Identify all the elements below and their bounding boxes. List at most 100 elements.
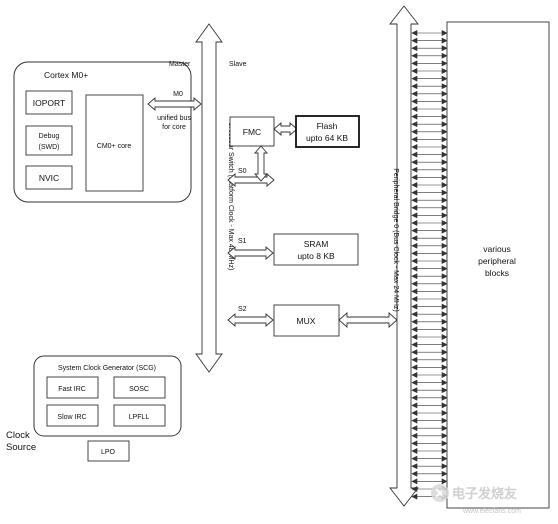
bridge-arrow-51	[411, 417, 448, 424]
lpo-label: LPO	[101, 449, 116, 456]
bridge-arrow-58	[411, 470, 448, 477]
sram-label-1: SRAM	[304, 239, 329, 249]
bridge-arrow-0	[411, 30, 448, 36]
bridge-arrow-11	[411, 113, 448, 120]
cortex-title: Cortex M0+	[44, 70, 88, 80]
bridge-arrow-20	[411, 182, 448, 188]
peripherals-label-2: peripheral	[478, 256, 516, 266]
cm0-core-block	[85, 94, 144, 192]
bridge-arrow-25	[411, 220, 448, 226]
s0-arrow	[227, 173, 275, 187]
bridge-arrow-6	[411, 75, 448, 82]
lpfll-label: LPFLL	[129, 414, 150, 421]
sosc-block	[113, 376, 166, 399]
bridge-arrow-37	[411, 311, 448, 318]
bridge-arrow-56	[411, 455, 448, 462]
bridge-arrow-35	[411, 296, 448, 302]
bridge-arrow-45	[411, 372, 448, 378]
bridge-arrow-3	[411, 52, 448, 59]
bridge-arrow-24	[411, 212, 448, 219]
bridge-arrow-16	[411, 151, 448, 158]
mux-label: MUX	[297, 316, 316, 326]
s2-arrow	[227, 313, 274, 327]
bridge-arrow-23	[411, 204, 448, 211]
slave-label: Slave	[229, 61, 247, 68]
bridge-arrow-9	[411, 98, 448, 105]
slow-irc-label: Slow IRC	[57, 414, 86, 421]
bridge-arrow-7	[411, 83, 448, 90]
bus-note-2: for core	[162, 124, 186, 131]
s1-arrow	[227, 246, 274, 260]
bridge-arrow-46	[411, 379, 448, 386]
bridge-arrow-19	[411, 174, 448, 181]
flash-block	[295, 115, 360, 148]
clock-source-label-1: Clock	[6, 430, 30, 441]
fmc-label: FMC	[243, 127, 261, 137]
watermark-site: www.elecfans.com	[462, 508, 521, 515]
bridge-arrow-52	[411, 425, 448, 432]
bridge-arrow-17	[411, 159, 448, 166]
bridge-arrow-36	[411, 303, 448, 310]
cm0-core-label: CM0+ core	[97, 143, 132, 150]
m0-label: M0	[173, 91, 183, 98]
lpfll-block	[113, 404, 166, 427]
bridge-arrow-53	[411, 432, 448, 439]
bridge-arrow-47	[411, 387, 448, 394]
lpo-block	[87, 440, 130, 462]
bridge-arrow-4	[411, 60, 448, 67]
fmc-block	[229, 116, 275, 147]
sosc-label: SOSC	[129, 386, 149, 393]
debug-block	[25, 125, 73, 156]
bridge-arrow-2	[411, 45, 448, 52]
fmc-flash-arrow	[273, 122, 298, 136]
mux-bridge-arrow	[338, 312, 398, 328]
s0-label: S0	[238, 168, 247, 175]
bridge-arrow-41	[411, 341, 448, 348]
bridge-arrow-31	[411, 265, 448, 272]
ioport-label: IOPORT	[33, 98, 65, 108]
s1-label: S1	[238, 238, 247, 245]
clock-source-label-2: Source	[6, 442, 36, 453]
bridge-arrow-44	[411, 364, 448, 371]
nvic-label: NVIC	[39, 173, 59, 183]
crossbar-label: Crossbar Switch (Platform Clock - Max 48…	[227, 122, 234, 271]
elecfans-logo: 电子发烧友 www.elecfans.com	[431, 484, 521, 515]
bridge-arrow-49	[411, 402, 448, 409]
m0-bus-arrow	[147, 97, 202, 111]
bridge-arrow-43	[411, 356, 448, 363]
debug-label-1: Debug	[39, 133, 60, 140]
ioport-block	[25, 90, 73, 115]
bridge-arrow-33	[411, 280, 448, 287]
peripherals-label-1: various	[483, 244, 510, 254]
bridge-arrow-13	[411, 128, 448, 135]
bridge-arrow-10	[411, 106, 448, 112]
bridge-arrow-38	[411, 318, 448, 325]
bridge-arrow-57	[411, 463, 448, 470]
peripheral-bridge-arrow	[389, 5, 419, 507]
flash-label-2: upto 64 KB	[306, 133, 348, 143]
bridge-arrow-15	[411, 144, 448, 150]
scg-title: System Clock Generator (SCG)	[58, 365, 156, 372]
watermark-brand: 电子发烧友	[452, 486, 517, 502]
s2-label: S2	[238, 306, 247, 313]
bridge-arrow-27	[411, 235, 448, 242]
bridge-arrow-48	[411, 394, 448, 401]
bridge-arrow-30	[411, 258, 448, 264]
bridge-arrow-28	[411, 242, 448, 249]
fast-irc-label: Fast IRC	[58, 386, 86, 393]
bridge-arrow-59	[411, 478, 448, 485]
fast-irc-block	[46, 376, 99, 399]
nvic-block	[25, 165, 73, 190]
bridge-label: Peripheral Bridge 0 (Bus Clock - Max 24 …	[392, 168, 399, 312]
bridge-arrow-29	[411, 250, 448, 257]
sram-label-2: upto 8 KB	[297, 251, 335, 261]
fmc-vertical-arrow	[254, 145, 268, 182]
bridge-arrow-22	[411, 197, 448, 204]
crossbar-switch-arrow	[195, 23, 223, 373]
bridge-arrow-26	[411, 227, 448, 234]
bridge-arrow-12	[411, 121, 448, 128]
peripherals-label-3: blocks	[485, 268, 509, 278]
bridge-arrow-1	[411, 37, 448, 44]
bridge-arrow-18	[411, 166, 448, 173]
